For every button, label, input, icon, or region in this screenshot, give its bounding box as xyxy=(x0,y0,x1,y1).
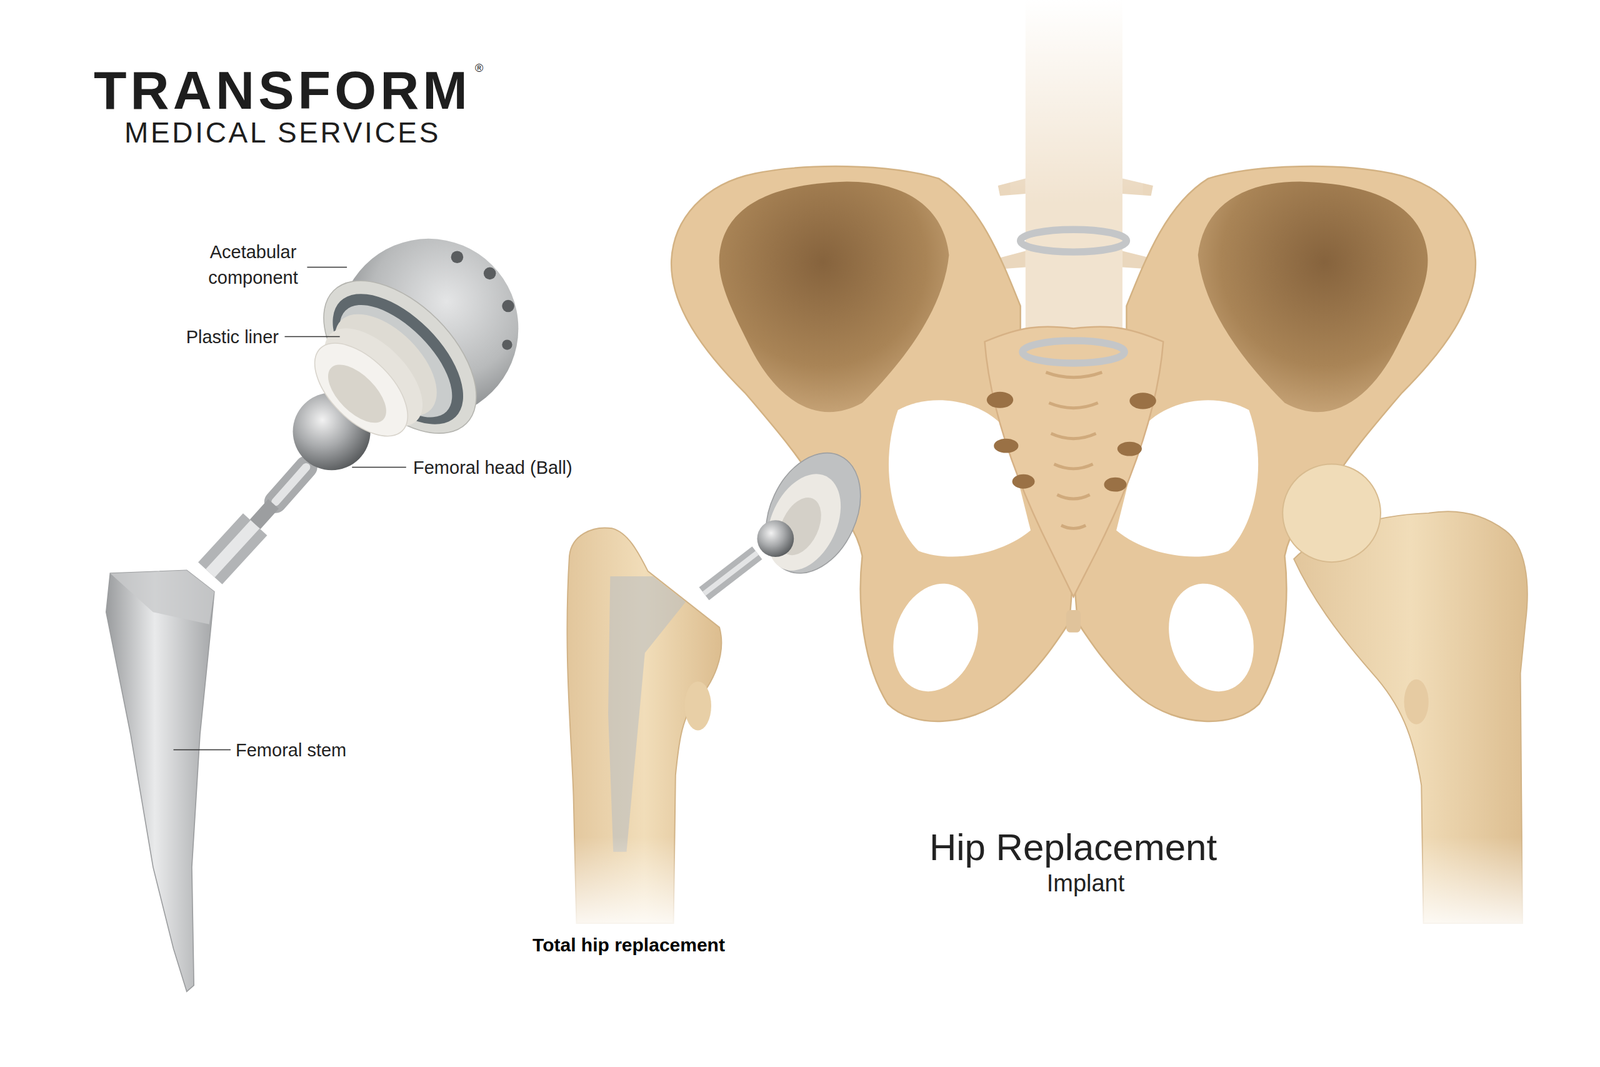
illustration-part xyxy=(1012,474,1035,489)
illustration-part xyxy=(275,466,307,502)
brand-name: TRANSFORM xyxy=(93,58,472,123)
diagram-subtitle: Implant xyxy=(1046,869,1125,899)
diagram-title: Hip Replacement xyxy=(929,825,1217,870)
illustration-part xyxy=(501,339,512,350)
illustration-part xyxy=(255,503,274,525)
illustration-part xyxy=(1282,464,1381,563)
illustration-part xyxy=(306,266,347,268)
illustration-part xyxy=(685,681,712,730)
illustration-part xyxy=(1054,464,1094,469)
illustration-part xyxy=(483,267,497,280)
illustration-part xyxy=(501,300,515,313)
illustration-part xyxy=(704,553,758,594)
illustration-part xyxy=(298,326,425,453)
illustration-part xyxy=(275,466,307,502)
illustration-part xyxy=(1051,433,1097,439)
illustration-part xyxy=(1045,372,1102,378)
illustration-part xyxy=(756,520,794,557)
part-label: Acetabular component xyxy=(190,239,316,290)
illustration-part xyxy=(1048,403,1098,409)
illustration-part xyxy=(173,749,231,750)
leader-lines xyxy=(173,267,407,750)
illustration-part xyxy=(106,570,215,992)
illustration-part xyxy=(1129,392,1156,409)
part-label: Plastic liner xyxy=(186,326,279,349)
illustration-part xyxy=(753,462,856,583)
illustration-part xyxy=(747,437,879,589)
illustration-part xyxy=(1056,494,1090,499)
illustration-part xyxy=(1404,679,1429,725)
illustration-part xyxy=(985,326,1164,597)
illustration-part xyxy=(608,576,686,852)
illustration-part xyxy=(1020,229,1127,252)
illustration-part xyxy=(296,253,504,461)
illustration-part xyxy=(1104,477,1127,492)
illustration-part xyxy=(1117,441,1142,457)
illustration-part xyxy=(110,570,215,624)
illustration-part xyxy=(1010,0,1143,204)
illustration-part xyxy=(1061,525,1086,529)
illustration-part xyxy=(993,438,1019,454)
illustration-part xyxy=(1066,610,1081,633)
illustration-part xyxy=(318,355,397,434)
illustration-part xyxy=(1022,340,1125,364)
registered-mark: ® xyxy=(475,61,484,76)
illustration-part xyxy=(986,391,1014,409)
illustration-part xyxy=(285,336,340,337)
exploded-implant xyxy=(106,238,519,992)
illustration-part xyxy=(704,553,758,594)
illustration-part xyxy=(210,524,255,574)
brand-subtitle: MEDICAL SERVICES xyxy=(124,115,441,150)
part-label: Femoral stem xyxy=(235,739,347,762)
figure-caption: Total hip replacement xyxy=(532,933,725,957)
illustration-part xyxy=(1045,372,1102,529)
left-hemipelvis xyxy=(671,166,1074,722)
illustration-part xyxy=(351,466,407,468)
illustration-part xyxy=(210,524,255,574)
part-label: Femoral head (Ball) xyxy=(413,456,573,479)
illustration-part xyxy=(451,250,464,264)
